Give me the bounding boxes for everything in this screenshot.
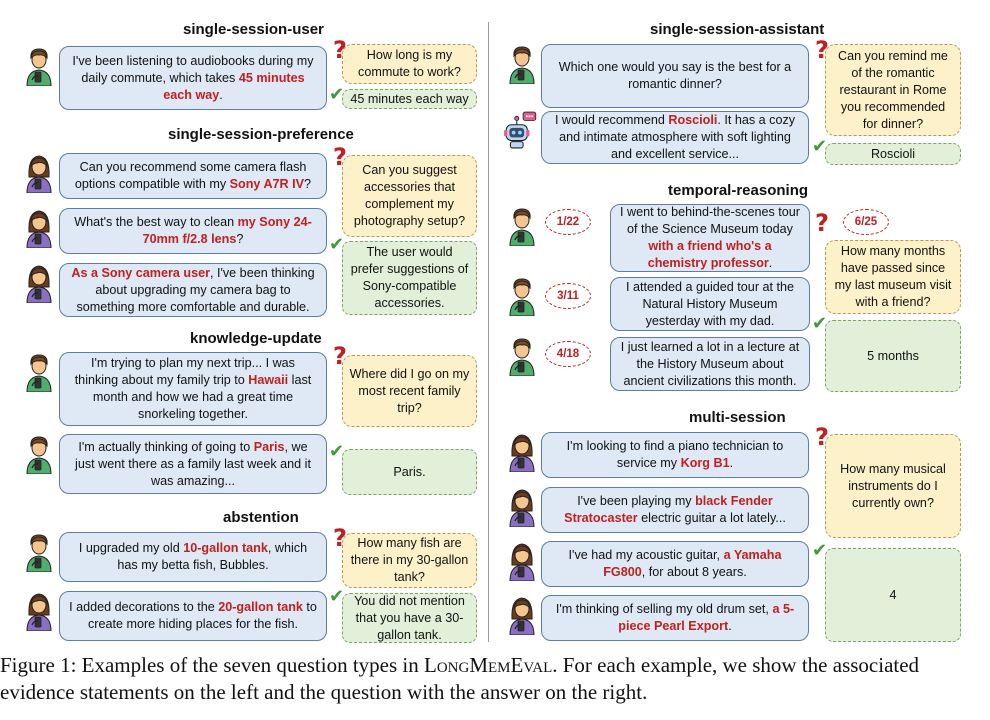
question-box: How many musical instruments do I curren…	[825, 434, 961, 538]
section-title-temporal-reasoning: temporal-reasoning	[668, 182, 809, 199]
question-box: How many fish are there in my 30-gallon …	[342, 533, 477, 588]
evidence-bubble: I'm thinking of selling my old drum set,…	[541, 595, 809, 641]
figure-caption: Figure 1: Examples of the seven question…	[0, 653, 920, 704]
evidence-bubble: I've had my acoustic guitar, a Yamaha FG…	[541, 541, 809, 587]
answer-box: You did not mention that you have a 30-g…	[342, 593, 477, 643]
answer-box: The user would prefer suggestions of Son…	[342, 241, 477, 315]
section-title-single-session-assistant: single-session-assistant	[650, 21, 825, 38]
section-title-abstention: abstention	[223, 509, 299, 526]
question-box: Where did I go on my most recent family …	[342, 355, 477, 427]
user-female-avatar	[507, 541, 537, 581]
user-male-avatar	[507, 206, 537, 246]
user-female-avatar	[507, 432, 537, 472]
evidence-bubble: Which one would you say is the best for …	[541, 44, 809, 108]
user-male-avatar	[24, 434, 54, 474]
answer-box: 5 months	[825, 320, 961, 392]
user-male-avatar	[507, 276, 537, 316]
check-icon: ✔	[329, 586, 345, 607]
evidence-bubble: Can you recommend some camera flash opti…	[59, 153, 327, 199]
evidence-bubble: I attended a guided tour at the Natural …	[610, 277, 810, 331]
evidence-bubble: I added decorations to the 20-gallon tan…	[59, 591, 327, 641]
evidence-bubble: As a Sony camera user, I've been thinkin…	[59, 263, 327, 317]
user-female-avatar	[24, 208, 54, 248]
evidence-bubble: I've been playing my black Fender Strato…	[541, 487, 809, 533]
user-female-avatar	[24, 591, 54, 631]
section-title-multi-session: multi-session	[689, 409, 786, 426]
user-male-avatar	[24, 352, 54, 392]
check-icon: ✔	[329, 441, 345, 462]
session-date-badge: 3/11	[545, 283, 591, 309]
evidence-bubble: I would recommend Roscioli. It has a coz…	[541, 111, 809, 164]
evidence-bubble: What's the best way to clean my Sony 24-…	[59, 208, 327, 254]
column-divider	[488, 22, 489, 642]
evidence-bubble: I'm actually thinking of going to Paris,…	[59, 434, 327, 494]
answer-box: Roscioli	[825, 143, 961, 165]
user-male-avatar	[507, 44, 537, 84]
evidence-bubble: I'm trying to plan my next trip... I was…	[59, 352, 327, 426]
evidence-bubble: I'm looking to find a piano technician t…	[541, 432, 809, 478]
user-female-avatar	[24, 263, 54, 303]
user-male-avatar	[24, 46, 54, 86]
section-title-single-session-user: single-session-user	[183, 21, 324, 38]
answer-box: 45 minutes each way	[342, 89, 477, 109]
user-male-avatar	[24, 532, 54, 572]
check-icon: ✔	[812, 136, 828, 157]
question-box: How long is my commute to work?	[342, 44, 477, 84]
user-female-avatar	[507, 487, 537, 527]
evidence-bubble: I just learned a lot in a lecture at the…	[610, 337, 810, 391]
evidence-bubble: I upgraded my old 10-gallon tank, which …	[59, 532, 327, 582]
section-title-knowledge-update: knowledge-update	[190, 330, 322, 347]
check-icon: ✔	[812, 540, 828, 561]
user-male-avatar	[507, 336, 537, 376]
robot-assistant-icon	[503, 111, 539, 149]
question-mark-icon: ?	[815, 209, 829, 237]
question-box: Can you remind me of the romantic restau…	[825, 44, 961, 136]
question-date-badge: 6/25	[843, 209, 889, 235]
session-date-badge: 1/22	[545, 209, 591, 235]
question-box: Can you suggest accessories that complem…	[342, 155, 477, 237]
answer-box: 4	[825, 548, 961, 642]
answer-box: Paris.	[342, 449, 477, 495]
check-icon: ✔	[329, 234, 345, 255]
evidence-bubble: I've been listening to audiobooks during…	[59, 46, 327, 110]
section-title-single-session-preference: single-session-preference	[168, 126, 354, 143]
check-icon: ✔	[812, 313, 828, 334]
user-female-avatar	[24, 153, 54, 193]
check-icon: ✔	[329, 84, 345, 105]
evidence-bubble: I went to behind-the-scenes tour of the …	[610, 204, 810, 272]
benchmark-name: LongMemEval	[424, 653, 553, 677]
question-box: How many months have passed since my las…	[825, 240, 961, 314]
session-date-badge: 4/18	[545, 341, 591, 367]
user-female-avatar	[507, 595, 537, 635]
